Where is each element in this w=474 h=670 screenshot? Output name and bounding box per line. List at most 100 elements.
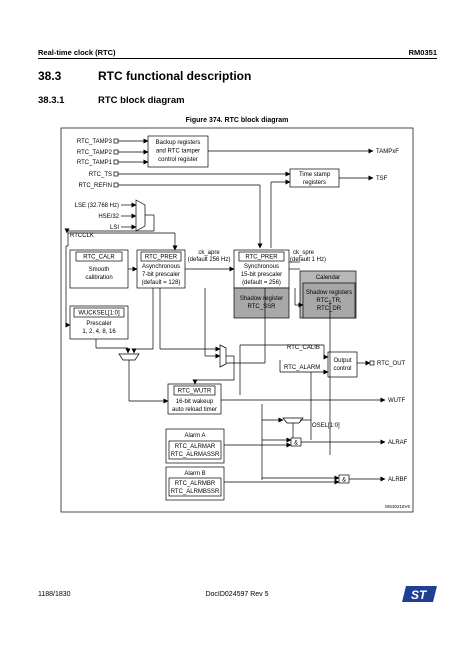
shadow-regs-text-1: Shadow registers	[306, 290, 352, 296]
header-chapter-title: Real-time clock (RTC)	[38, 48, 116, 57]
pin-ts	[113, 171, 119, 177]
label-lsi: LSI	[110, 225, 119, 231]
clock-source-mux	[135, 199, 146, 232]
wutr-desc-1: 16-bit wakeup	[176, 399, 214, 405]
wucksel-desc-2: 1, 2, 4, 8, 16	[82, 329, 116, 335]
label-rtc-calib: RTC_CALIB	[287, 345, 320, 351]
calr-desc-2: calibration	[85, 275, 112, 281]
async-prer-reg-label: RTC_PRER	[145, 255, 178, 261]
label-rtc-tamp2: RTC_TAMP2	[77, 150, 113, 156]
alarm-a-reg-1: RTC_ALRMAR	[175, 444, 216, 450]
async-desc-3: (default = 128)	[142, 280, 181, 286]
input-pins	[113, 138, 119, 188]
backup-registers-block	[147, 135, 209, 168]
output-control-block	[327, 351, 358, 378]
st-logo: ST	[402, 586, 437, 602]
section-title: RTC functional description	[98, 69, 252, 83]
wucksel-register-box	[73, 307, 125, 318]
footer-page-number: 1188/1830	[38, 591, 71, 598]
label-rtc-tamp3: RTC_TAMP3	[77, 139, 113, 145]
backup-text-3: control register	[158, 157, 198, 163]
backup-text-1: Backup registers	[156, 140, 201, 146]
label-rtc-ts: RTC_TS	[89, 172, 112, 178]
st-logo-text: ST	[411, 588, 428, 602]
label-rtcclk: RTCCLK	[70, 233, 94, 239]
label-osel: OSEL[1:0]	[312, 423, 340, 429]
timestamp-text-2: registers	[303, 180, 326, 186]
async-desc-2: 7-bit prescaler	[142, 272, 180, 278]
sync-desc-2: 15-bit prescaler	[241, 272, 282, 278]
calendar-label: Calendar	[316, 275, 340, 281]
async-desc-1: Asynchronous	[142, 264, 180, 270]
sync-desc-1: Synchronous	[244, 264, 279, 270]
label-hse: HSE/32	[98, 214, 119, 220]
sync-prer-register-box	[238, 251, 285, 262]
output-control-text-2: control	[333, 366, 351, 372]
sync-prer-reg-label: RTC_PRER	[245, 255, 278, 261]
calr-desc-1: Smooth	[89, 267, 110, 273]
alarm-b-registers-box	[168, 477, 222, 497]
calr-register-box	[75, 251, 123, 262]
alarm-b-title: Alarm B	[184, 471, 205, 477]
footer-doc-revision: DocID024597 Rev 5	[205, 591, 269, 598]
output-control-text-1: Output	[333, 358, 351, 364]
async-prer-register-box	[140, 251, 182, 262]
label-rtc-refin: RTC_REFIN	[78, 183, 112, 189]
shadow-ssr-text-2: RTC_SSR	[248, 304, 277, 310]
figure-ref-id: MS30216V6	[385, 504, 410, 509]
section-number: 38.3	[38, 69, 62, 83]
shadow-ssr-text-1: Shadow register	[240, 296, 283, 302]
alarm-a-title: Alarm A	[184, 433, 205, 439]
alarm-a-block	[165, 428, 225, 464]
label-ck-spre-freq: (default 1 Hz)	[290, 257, 326, 263]
subsection-number: 38.3.1	[38, 95, 65, 106]
shadow-ssr-block	[233, 287, 290, 319]
figure-caption: Figure 374. RTC block diagram	[185, 117, 289, 124]
output-rtc-out: RTC_OUT	[377, 361, 406, 367]
pin-tamp2	[113, 149, 119, 155]
output-wutf: WUTF	[388, 398, 406, 404]
wutr-reg-label: RTC_WUTR	[178, 389, 212, 395]
osel-mux	[282, 417, 304, 424]
alarm-b-reg-1: RTC_ALRMBR	[175, 481, 216, 487]
alarm-a-registers-box	[168, 440, 222, 460]
header-doc-id: RM0351	[408, 48, 437, 57]
wakeup-timer-block	[167, 383, 222, 415]
wutr-desc-2: auto reload timer	[172, 407, 217, 413]
label-ck-apre-freq: (default 256 Hz)	[188, 257, 231, 263]
pin-tamp3	[113, 138, 119, 144]
alarm-a-reg-2: RTC_ALRMASSR	[171, 452, 220, 458]
wucksel-desc-1: Prescaler	[86, 321, 111, 327]
pin-refin	[113, 182, 119, 188]
wucksel-reg-label: WUCKSEL[1:0]	[78, 311, 120, 317]
timestamp-text-1: Time stamp	[299, 172, 331, 178]
shadow-registers-block	[302, 282, 356, 319]
pin-tamp1	[113, 159, 119, 165]
svg-text:&: &	[342, 478, 346, 484]
alarm-b-block	[165, 466, 225, 501]
pin-rtc-out	[369, 360, 375, 366]
calr-reg-label: RTC_CALR	[83, 255, 115, 261]
input-wires	[118, 138, 291, 249]
label-lse: LSE (32.768 Hz)	[75, 203, 119, 209]
sync-desc-3: (default = 256)	[242, 280, 281, 286]
output-tampxf: TAMPxF	[376, 149, 399, 155]
header-rule	[38, 58, 437, 59]
label-rtc-tamp1: RTC_TAMP1	[77, 160, 113, 166]
label-ck-apre: ck_apre	[198, 250, 220, 256]
output-tsf: TSF	[376, 176, 388, 182]
backup-text-2: and RTC tamper	[156, 149, 200, 155]
wakeup-source-mux	[219, 344, 227, 368]
svg-text:&: &	[294, 441, 298, 447]
shadow-regs-text-2: RTC_TR,	[316, 298, 342, 304]
alarm-b-reg-2: RTC_ALRMBSSR	[171, 489, 220, 495]
shadow-regs-text-3: RTC_DR	[317, 306, 342, 312]
label-ck-spre: ck_spre	[293, 250, 315, 256]
diagram-frame	[60, 127, 414, 513]
wucksel-prescaler-block	[69, 305, 129, 340]
wakeup-clock-mux	[118, 353, 140, 361]
output-alraf: ALRAF	[388, 440, 408, 446]
output-alrbf: ALRBF	[388, 477, 408, 483]
wutr-register-box	[173, 385, 216, 396]
